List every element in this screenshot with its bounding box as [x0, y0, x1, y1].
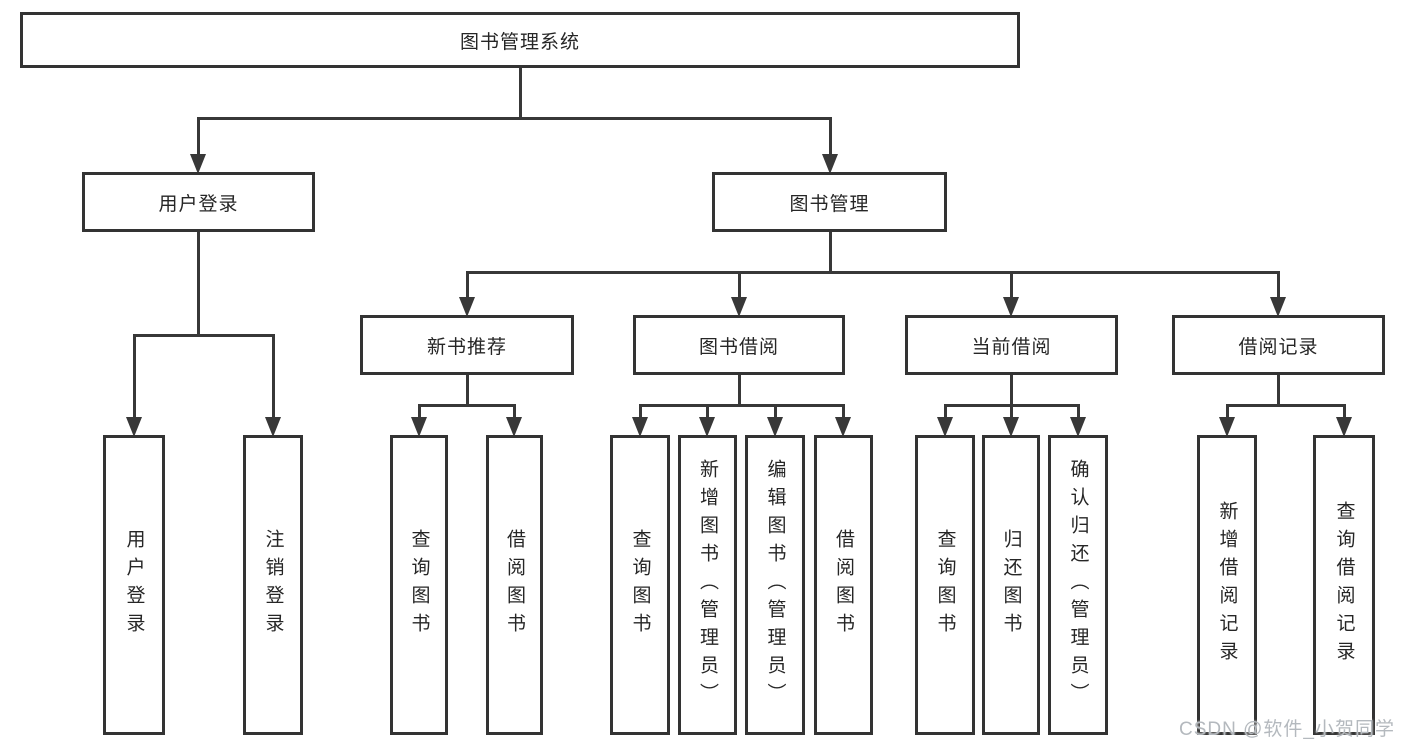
connector-segment [132, 333, 275, 337]
arrowhead-down-icon [459, 297, 475, 317]
connector-segment [196, 118, 200, 162]
connector-segment [1076, 405, 1080, 425]
arrowhead-down-icon [822, 154, 838, 174]
connector-segment [1276, 272, 1280, 305]
node-cb-confirm: 确认归还（管理员） [1048, 435, 1108, 735]
connector-segment [828, 232, 832, 272]
connector-segment [773, 405, 777, 425]
node-bb-add: 新增图书（管理员） [678, 435, 737, 735]
node-br-query: 查询借阅记录 [1313, 435, 1375, 735]
connector-segment [417, 405, 421, 425]
connector-segment [417, 403, 516, 407]
arrowhead-down-icon [937, 417, 953, 437]
connector-segment [737, 375, 741, 405]
arrowhead-down-icon [506, 417, 522, 437]
connector-segment [638, 405, 642, 425]
connector-segment [1225, 403, 1346, 407]
node-nb-borrow: 借阅图书 [486, 435, 543, 735]
arrowhead-down-icon [1219, 417, 1235, 437]
arrowhead-down-icon [1070, 417, 1086, 437]
connector-segment [518, 68, 522, 118]
connector-segment [737, 272, 741, 305]
node-book-mgmt: 图书管理 [712, 172, 947, 232]
node-root: 图书管理系统 [20, 12, 1020, 68]
connector-segment [943, 405, 947, 425]
node-cb-return: 归还图书 [982, 435, 1040, 735]
arrowhead-down-icon [1270, 297, 1286, 317]
node-current: 当前借阅 [905, 315, 1118, 375]
connector-segment [196, 232, 200, 335]
node-records: 借阅记录 [1172, 315, 1385, 375]
arrowhead-down-icon [1003, 417, 1019, 437]
node-borrow: 图书借阅 [633, 315, 845, 375]
connector-segment [271, 335, 275, 425]
node-bb-borrow: 借阅图书 [814, 435, 873, 735]
connector-segment [465, 375, 469, 405]
connector-segment [638, 403, 845, 407]
connector-segment [1009, 272, 1013, 305]
node-cb-query: 查询图书 [915, 435, 975, 735]
connector-segment [465, 272, 469, 305]
connector-segment [1009, 405, 1013, 425]
arrowhead-down-icon [126, 417, 142, 437]
node-nb-query: 查询图书 [390, 435, 448, 735]
arrowhead-down-icon [731, 297, 747, 317]
connector-segment [1276, 375, 1280, 405]
arrowhead-down-icon [632, 417, 648, 437]
connector-segment [465, 270, 1280, 274]
connector-segment [132, 335, 136, 425]
arrowhead-down-icon [265, 417, 281, 437]
watermark: CSDN @软件_小贺同学 [1179, 719, 1395, 740]
connector-segment [1225, 405, 1229, 425]
connector-segment [512, 405, 516, 425]
arrowhead-down-icon [699, 417, 715, 437]
arrowhead-down-icon [190, 154, 206, 174]
connector-segment [1342, 405, 1346, 425]
node-ul-login: 用户登录 [103, 435, 165, 735]
arrowhead-down-icon [767, 417, 783, 437]
connector-segment [196, 116, 832, 120]
node-bb-query: 查询图书 [610, 435, 670, 735]
connector-segment [841, 405, 845, 425]
connector-segment [705, 405, 709, 425]
arrowhead-down-icon [835, 417, 851, 437]
connector-segment [828, 118, 832, 162]
arrowhead-down-icon [1003, 297, 1019, 317]
arrowhead-down-icon [411, 417, 427, 437]
node-br-add: 新增借阅记录 [1197, 435, 1257, 735]
node-new-book: 新书推荐 [360, 315, 574, 375]
node-user-login: 用户登录 [82, 172, 315, 232]
node-ul-logout: 注销登录 [243, 435, 303, 735]
connector-segment [1009, 375, 1013, 405]
arrowhead-down-icon [1336, 417, 1352, 437]
node-bb-edit: 编辑图书（管理员） [745, 435, 805, 735]
